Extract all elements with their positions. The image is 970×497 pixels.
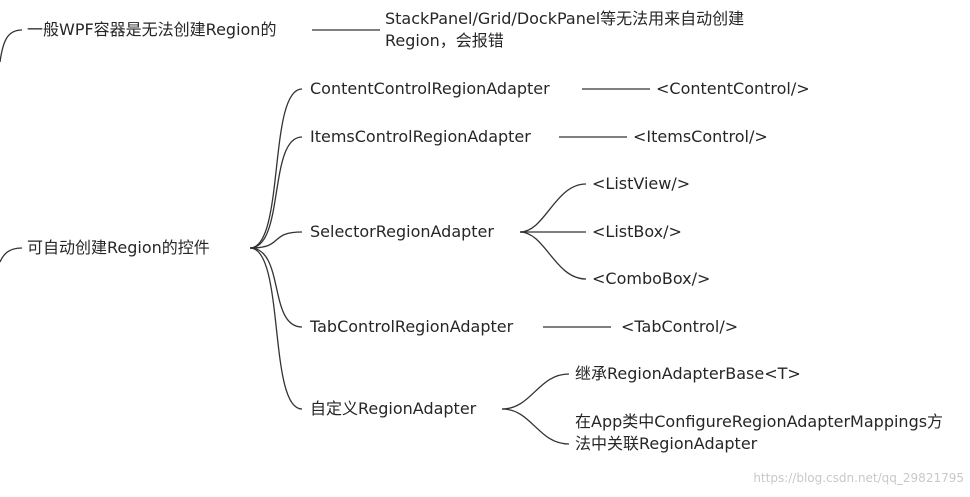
connector-custom-inherit [501, 373, 570, 410]
root-connector-2 [0, 247, 23, 263]
branch-wpf-containers: 一般WPF容器是无法创建Region的 [27, 20, 277, 39]
note-no-region: StackPanel/Grid/DockPanel等无法用来自动创建Region… [385, 9, 745, 50]
connector-b2-tab [249, 247, 303, 328]
leaf-combobox: <ComboBox/> [592, 269, 711, 288]
leaf-content-control: <ContentControl/> [656, 79, 810, 98]
leaf-app-mapping: 在App类中ConfigureRegionAdapterMappings方法中关… [575, 412, 944, 453]
node-tab-control-adapter: TabControlRegionAdapter [310, 317, 514, 336]
watermark: https://blog.csdn.net/qq_29821795 [753, 471, 964, 485]
leaf-listview: <ListView/> [592, 174, 691, 193]
node-items-control-adapter: ItemsControlRegionAdapter [310, 127, 531, 146]
root-connector-1 [0, 29, 23, 63]
connector-custom-app [501, 408, 570, 445]
node-content-control-adapter: ContentControlRegionAdapter [310, 79, 550, 98]
connector-b2-custom [249, 247, 303, 410]
branch-auto-region-controls: 可自动创建Region的控件 [27, 238, 210, 257]
connector-b2-selector [249, 231, 303, 249]
leaf-tab-control: <TabControl/> [621, 317, 739, 336]
connector-selector-listview [519, 183, 587, 233]
node-custom-region-adapter: 自定义RegionAdapter [310, 399, 477, 418]
node-selector-adapter: SelectorRegionAdapter [310, 222, 494, 241]
leaf-inherit-base: 继承RegionAdapterBase<T> [575, 364, 801, 383]
connector-b2-content [249, 88, 303, 249]
connector-b2-items [249, 136, 303, 249]
connector-selector-combobox [519, 231, 587, 280]
leaf-listbox: <ListBox/> [592, 222, 682, 241]
leaf-items-control: <ItemsControl/> [633, 127, 768, 146]
